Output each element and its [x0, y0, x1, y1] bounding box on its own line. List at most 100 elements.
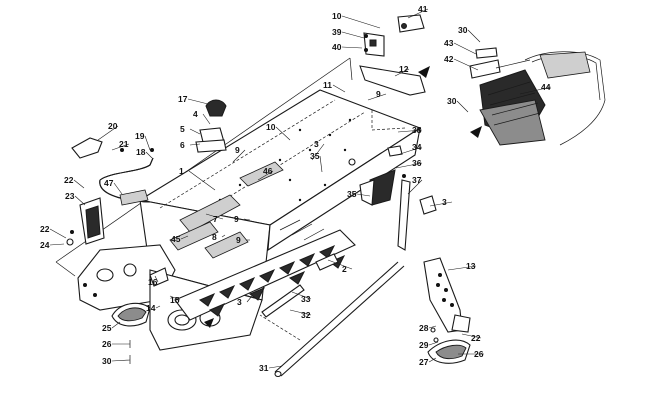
callout-c42: 42: [444, 54, 454, 64]
leader-line-c22c: [461, 333, 482, 339]
callout-c27: 27: [419, 357, 429, 367]
callout-c11: 11: [323, 80, 332, 90]
callout-c36: 36: [412, 158, 422, 168]
callout-c16: 16: [148, 277, 158, 287]
leader-lines: [49, 8, 552, 369]
leader-line-c10a: [341, 15, 381, 29]
callout-c38: 38: [412, 125, 422, 135]
leader-line-c31: [268, 365, 283, 369]
leader-line-c3c: [246, 295, 253, 303]
leader-line-c30b: [467, 29, 481, 43]
callout-c15: 15: [170, 295, 180, 305]
leader-line-c1: [188, 170, 216, 191]
footrest-assembly: [423, 257, 471, 364]
leader-line-c38: [397, 129, 423, 133]
callout-c8: 8: [212, 232, 217, 242]
leader-line-c32: [289, 309, 312, 316]
leader-line-c29: [428, 341, 439, 346]
leader-line-c16: [154, 275, 159, 283]
leader-line-c46: [257, 170, 274, 181]
leader-line-c17: [187, 98, 209, 105]
scuff-pad: [239, 161, 284, 187]
callout-c5: 5: [180, 124, 185, 134]
leader-line-c27: [428, 357, 437, 363]
leader-line-c21: [111, 143, 130, 151]
leader-line-c15: [169, 295, 181, 301]
part-16-link: [149, 267, 169, 287]
leader-line-c6: [189, 143, 201, 146]
leader-line-c33: [291, 291, 312, 300]
leader-line-c22b: [49, 228, 67, 239]
callout-c28: 28: [419, 323, 429, 333]
leader-line-c4: [202, 113, 211, 125]
callout-c17: 17: [178, 94, 188, 104]
leader-line-c5: [189, 128, 201, 135]
callout-c33: 33: [301, 294, 311, 304]
callout-c18: 18: [136, 147, 146, 157]
leader-line-c9c: [243, 218, 251, 221]
callout-c22a: 22: [64, 175, 74, 185]
leader-line-c7: [205, 213, 224, 220]
left-footrest: [111, 302, 151, 364]
truss-rail: [174, 229, 356, 321]
leader-line-c20: [97, 125, 119, 141]
callout-c4: 4: [193, 109, 198, 119]
taillight-parts: [363, 14, 425, 57]
callout-c43: 43: [444, 38, 454, 48]
leader-line-c28: [428, 325, 437, 329]
leader-line-c36: [395, 162, 423, 169]
callout-c23: 23: [65, 191, 75, 201]
callout-c6: 6: [180, 140, 185, 150]
leader-line-c12: [394, 68, 410, 77]
callout-c31: 31: [259, 363, 269, 373]
callout-c25: 25: [102, 323, 112, 333]
tunnel-assembly: [138, 89, 422, 301]
callout-c26a: 26: [102, 339, 112, 349]
leader-line-c43: [453, 42, 477, 55]
leader-line-c40: [341, 46, 363, 49]
rear-snowflap-assembly: [469, 47, 606, 146]
leader-line-c41: [407, 8, 429, 19]
right-side-brackets: [348, 145, 437, 251]
callout-c45: 45: [171, 234, 181, 244]
callout-c3a: 3: [314, 139, 319, 149]
callout-c30a: 30: [102, 356, 112, 366]
leader-line-c45: [180, 235, 189, 240]
leader-line-c37: [407, 179, 423, 195]
callout-c7: 7: [213, 214, 218, 224]
leader-line-c3b: [429, 201, 453, 207]
leader-line-c14: [155, 305, 161, 309]
direction-arrows: [204, 66, 482, 328]
callout-c19: 19: [135, 131, 145, 141]
leader-line-c18: [145, 151, 153, 159]
leader-line-c22a: [73, 179, 85, 189]
leader-line-c25: [111, 321, 121, 329]
callout-labels: 1233345678999910101112131415161718192021…: [40, 4, 551, 373]
callout-c24: 24: [40, 240, 50, 250]
callout-c44: 44: [541, 82, 551, 92]
callout-c37: 37: [412, 175, 422, 185]
callout-c10a: 10: [332, 11, 342, 21]
leader-line-c2: [327, 259, 353, 270]
callout-c29: 29: [419, 340, 429, 350]
callout-c2: 2: [342, 264, 347, 274]
leader-line-c47: [113, 182, 123, 195]
leader-line-c10b: [275, 126, 291, 141]
callout-c35a: 35: [310, 151, 320, 161]
callout-c9c: 9: [234, 214, 239, 224]
leader-line-c34: [399, 146, 423, 155]
left-side-parts: [66, 99, 227, 246]
leader-line-c19: [144, 135, 151, 151]
callout-c32: 32: [301, 310, 311, 320]
callout-c35b: 35: [347, 189, 357, 199]
callout-c22c: 22: [471, 333, 481, 343]
callout-c30b: 30: [458, 25, 468, 35]
leader-line-c23: [74, 195, 86, 206]
callout-c9d: 9: [236, 235, 241, 245]
leader-line-c39: [341, 31, 365, 39]
leader-line-c3a: [311, 143, 325, 161]
callout-c3c: 3: [237, 297, 242, 307]
scuff-pad: [204, 231, 249, 259]
callout-c20: 20: [108, 121, 118, 131]
